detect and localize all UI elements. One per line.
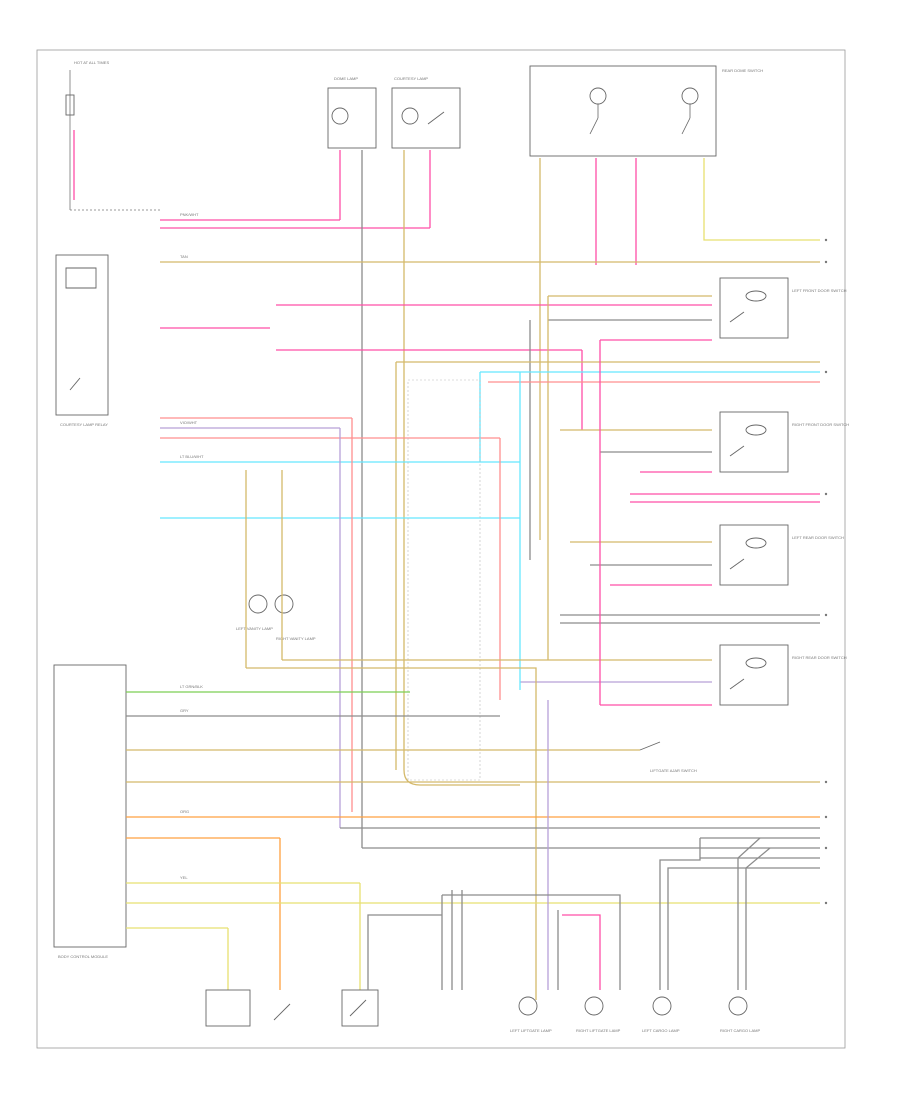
left-liftgate-lamp-label: LEFT LIFTGATE LAMP — [510, 1028, 552, 1033]
left-rear-door-switch-label: LEFT REAR DOOR SWITCH — [792, 535, 844, 540]
hot-at-all-times-fuse: HOT AT ALL TIMES — [65, 60, 160, 211]
wire-code-cyan: LT BLU/WHT — [180, 454, 204, 459]
left-front-door-switch-label: LEFT FRONT DOOR SWITCH — [792, 288, 847, 293]
liftgate-ajar-switch: LIFTGATE AJAR SWITCH — [639, 741, 697, 773]
courtesy-lamp-relay: COURTESY LAMP RELAY — [55, 254, 109, 427]
right-liftgate-lamp: RIGHT LIFTGATE LAMP — [576, 996, 621, 1033]
right-cargo-lamp: RIGHT CARGO LAMP — [720, 996, 760, 1033]
left-cargo-lamp-label: LEFT CARGO LAMP — [642, 1028, 680, 1033]
wire-code-tan: TAN — [180, 254, 188, 259]
courtesy-lamp-relay-label: COURTESY LAMP RELAY — [60, 422, 108, 427]
wire-code-gray: GRY — [180, 708, 189, 713]
body-control-module: BODY CONTROL MODULE — [53, 664, 127, 959]
courtesy-tan-return — [403, 769, 520, 786]
rear-dome-junction — [407, 379, 481, 781]
dome-lamp: DOME LAMP — [327, 76, 377, 149]
drop-gray-cargo-l — [659, 838, 701, 990]
vanity-tan-h — [246, 667, 537, 1000]
rear-dome-switch: REAR DOME SWITCH — [529, 65, 763, 157]
left-liftgate-lamp: LEFT LIFTGATE LAMP — [510, 996, 552, 1033]
wire-code-pink: PNK/WHT — [180, 212, 199, 217]
drop-gray-cargo-r2 — [745, 847, 771, 990]
wire-code-orange: ORG — [180, 809, 189, 814]
body-control-module-label: BODY CONTROL MODULE — [58, 954, 108, 959]
left-vanity-lamp-label: LEFT VANITY LAMP — [236, 626, 273, 631]
left-cargo-lamp: LEFT CARGO LAMP — [642, 996, 680, 1033]
right-vanity-lamp: RIGHT VANITY LAMP — [274, 594, 316, 641]
courtesy-lamp-label: COURTESY LAMP — [394, 76, 428, 81]
diagram-frame — [36, 49, 846, 1049]
right-front-door-switch: RIGHT FRONT DOOR SWITCH — [719, 411, 849, 473]
liftgate-ajar-switch-label: LIFTGATE AJAR SWITCH — [650, 768, 697, 773]
dome-lamp-label: DOME LAMP — [334, 76, 358, 81]
right-rear-door-switch: RIGHT REAR DOOR SWITCH — [719, 644, 847, 706]
bottom-switches — [205, 989, 379, 1027]
drop-gray-top — [367, 914, 442, 990]
rear-dome-switch-label: REAR DOME SWITCH — [722, 68, 763, 73]
wire-code-yellow: YEL — [180, 875, 188, 880]
right-connectors — [824, 238, 828, 905]
right-vanity-lamp-label: RIGHT VANITY LAMP — [276, 636, 316, 641]
right-cargo-lamp-label: RIGHT CARGO LAMP — [720, 1028, 760, 1033]
drop-gray-cargo-r — [737, 837, 761, 990]
drop-gray-top2 — [442, 894, 621, 990]
wire-code-violet: VIO/WHT — [180, 420, 198, 425]
courtesy-lamp: COURTESY LAMP — [391, 76, 461, 149]
right-rear-door-switch-label: RIGHT REAR DOOR SWITCH — [792, 655, 847, 660]
hot-at-all-times-label: HOT AT ALL TIMES — [74, 60, 109, 65]
rear-dome-yellow — [703, 158, 820, 241]
drop-gray-cargo-l2 — [667, 867, 700, 990]
drop-pink-lg — [562, 914, 601, 990]
left-vanity-lamp: LEFT VANITY LAMP — [236, 594, 273, 631]
left-front-door-switch: LEFT FRONT DOOR SWITCH — [719, 277, 847, 339]
right-liftgate-lamp-label: RIGHT LIFTGATE LAMP — [576, 1028, 621, 1033]
right-front-door-switch-label: RIGHT FRONT DOOR SWITCH — [792, 422, 849, 427]
left-rear-door-switch: LEFT REAR DOOR SWITCH — [719, 524, 844, 586]
wire-code-green: LT GRN/BLK — [180, 684, 203, 689]
